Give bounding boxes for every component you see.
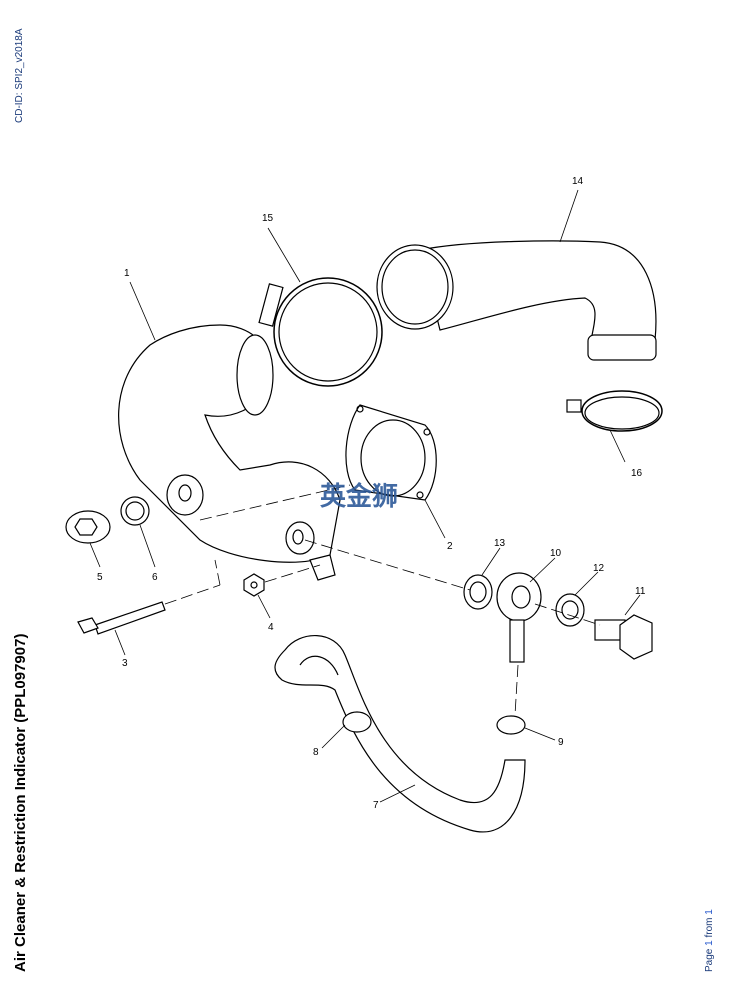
callout-10: 10 — [550, 548, 562, 559]
callout-13: 13 — [494, 538, 506, 549]
part-6-washer — [120, 496, 150, 526]
callout-11: 11 — [635, 586, 646, 597]
part-9-clamp — [496, 715, 526, 735]
callout-14: 14 — [572, 176, 584, 187]
callout-16: 16 — [631, 468, 643, 479]
part-11-banjo-bolt — [594, 614, 653, 660]
part-3-bolt — [77, 601, 166, 635]
part-10-banjo-fitting — [496, 572, 542, 663]
part-15-hose-clamp — [258, 277, 383, 387]
watermark: 英金狮 — [320, 481, 398, 512]
part-14-intake-hose — [376, 240, 657, 361]
leader-lines — [89, 189, 641, 803]
part-13-washer — [463, 574, 493, 610]
callout-12: 12 — [593, 563, 605, 574]
part-4-nut — [243, 573, 265, 597]
part-2-gasket — [345, 404, 437, 501]
callout-6: 6 — [152, 572, 158, 583]
callout-3: 3 — [122, 658, 128, 669]
part-8-clamp — [342, 711, 372, 733]
callout-2: 2 — [447, 541, 453, 552]
callout-9: 9 — [558, 737, 564, 748]
part-5-plug — [65, 510, 111, 544]
part-1-air-cleaner-elbow — [118, 324, 341, 581]
callout-1: 1 — [124, 268, 130, 279]
part-16-hose-clamp — [566, 390, 663, 432]
callout-4: 4 — [268, 622, 274, 633]
alignment-lines — [164, 484, 601, 716]
callout-5: 5 — [97, 572, 103, 583]
callout-15: 15 — [262, 213, 274, 224]
part-12-washer — [555, 593, 585, 627]
callout-8: 8 — [313, 747, 319, 758]
callout-7: 7 — [373, 800, 379, 811]
part-7-breather-pipe — [274, 635, 526, 833]
